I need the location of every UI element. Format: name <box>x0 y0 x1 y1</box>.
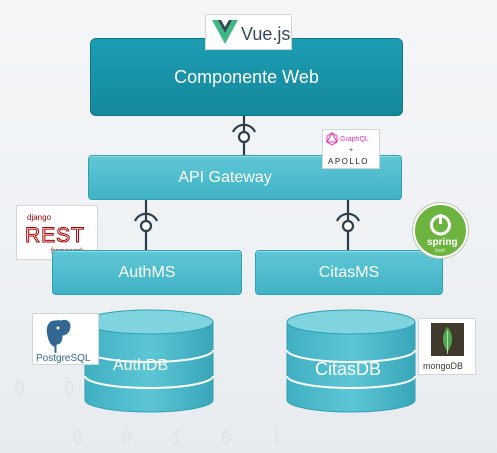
citasms-label: CitasMS <box>318 263 380 281</box>
spring-logo-badge: spring boot <box>413 203 468 258</box>
postgresql-logo-icon: PostgreSQL <box>36 318 91 364</box>
background-binary-2: 0 0 1 0 1 <box>72 428 296 449</box>
apollo-text: APOLLO <box>328 157 369 166</box>
vue-logo-text: Vue.js <box>241 24 290 44</box>
graphql-logo-icon <box>326 131 338 146</box>
vue-logo-icon: Vue.js <box>212 20 290 44</box>
rest-text: REST <box>25 224 85 247</box>
vue-logo-badge: Vue.js <box>205 14 292 50</box>
citasdb-cylinder <box>286 309 416 413</box>
authdb-label: AuthDB <box>113 357 169 374</box>
spring-sub-text: boot <box>435 248 445 254</box>
graphql-apollo-logo-icon: GraphQL + APOLLO <box>326 131 369 166</box>
api-gateway-label: API Gateway <box>178 168 272 186</box>
graphql-apollo-badge: GraphQL + APOLLO <box>322 129 380 169</box>
authdb-cylinder <box>84 309 214 413</box>
mongodb-logo-icon: mongoDB <box>423 323 464 371</box>
componente-web-label: Componente Web <box>174 66 319 87</box>
socket-icon-web <box>231 123 257 133</box>
componente-web-node: Componente Web <box>90 38 403 116</box>
authms-label: AuthMS <box>118 263 176 281</box>
citasms-node: CitasMS <box>255 250 443 295</box>
plus-text: + <box>349 147 353 154</box>
postgresql-badge: PostgreSQL <box>32 313 99 365</box>
mongodb-badge: mongoDB <box>418 318 476 375</box>
api-gateway-node: API Gateway <box>88 155 402 200</box>
graphql-text: GraphQL <box>340 136 369 143</box>
django-text: django <box>27 213 52 222</box>
socket-icon-citas <box>335 212 361 222</box>
postgresql-text: PostgreSQL <box>36 353 91 364</box>
spring-logo-icon: spring boot <box>427 214 458 254</box>
citasdb-label: CitasDB <box>315 359 382 379</box>
spring-text: spring <box>427 237 458 248</box>
ball-icon-auth <box>139 219 153 233</box>
authms-node: AuthMS <box>52 250 242 295</box>
mongodb-text: mongoDB <box>423 361 463 371</box>
ball-icon-web <box>237 130 251 144</box>
socket-icon-auth <box>133 212 159 222</box>
ball-icon-citas <box>341 219 355 233</box>
